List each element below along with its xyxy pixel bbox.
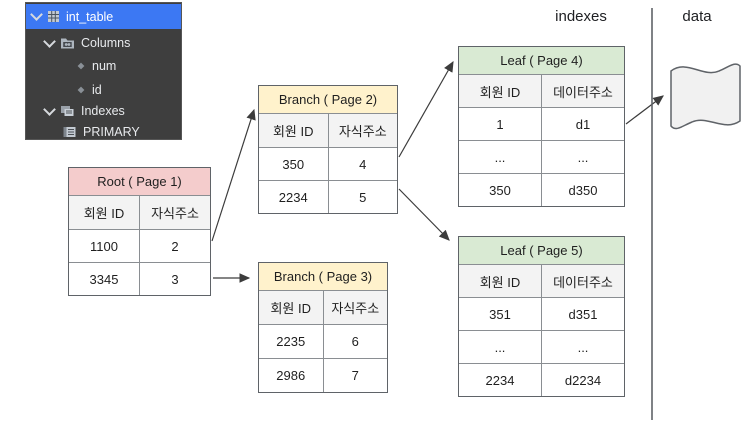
data-file-shape xyxy=(670,63,741,130)
table-cell: ... xyxy=(541,331,624,363)
column-header: 회원 ID xyxy=(259,291,323,324)
index-key-icon xyxy=(63,127,76,137)
table-cell: 7 xyxy=(322,359,388,392)
arrow-branch2-to-leaf5 xyxy=(398,188,450,241)
table-icon xyxy=(48,11,59,22)
tree-item-label: int_table xyxy=(66,9,114,24)
table-cell: d2234 xyxy=(541,364,624,396)
column-header: 회원 ID xyxy=(259,114,328,147)
tree-item-num[interactable]: num xyxy=(26,55,181,77)
column-header: 자식주소 xyxy=(139,196,210,229)
chevron-down-icon[interactable] xyxy=(30,8,43,21)
column-header: 데이터주소 xyxy=(541,265,624,297)
table-cell: 350 xyxy=(282,156,305,172)
diamond-icon xyxy=(77,86,85,94)
arrow-root-to-branch2 xyxy=(211,108,256,242)
table-cell: d1 xyxy=(541,108,624,140)
arrow-leaf4-to-data xyxy=(625,95,664,125)
table-cell: 351 xyxy=(489,306,511,322)
table-cell: ... xyxy=(494,339,506,355)
column-header: 회원 ID xyxy=(459,75,541,107)
table-cell: 5 xyxy=(327,181,398,213)
table-cell: ... xyxy=(494,149,506,165)
tree-item-id[interactable]: id xyxy=(26,79,181,101)
tree-item-label: num xyxy=(92,59,117,73)
table-cell: 2 xyxy=(139,230,210,262)
table-title: Branch ( Page 3) xyxy=(259,263,387,290)
column-header: 회원 ID xyxy=(69,196,139,229)
table-leaf-page4: Leaf ( Page 4) 회원 ID 데이터주소 1 d1 ... ... … xyxy=(458,46,625,207)
column-header: 데이터주소 xyxy=(541,75,624,107)
table-cell: 2234 xyxy=(278,189,308,205)
table-leaf-page5: Leaf ( Page 5) 회원 ID 데이터주소 351 d351 ... … xyxy=(458,236,625,397)
column-header: 회원 ID xyxy=(459,265,541,297)
columns-folder-icon xyxy=(61,38,74,49)
column-header: 자식주소 xyxy=(322,291,387,324)
tree-item-int-table[interactable]: int_table xyxy=(26,4,181,29)
chevron-down-icon[interactable] xyxy=(43,34,56,48)
table-branch-page3: Branch ( Page 3) 회원 ID 자식주소 2235 6 2986 … xyxy=(258,262,388,393)
table-cell: 2986 xyxy=(276,368,306,383)
table-cell: 3 xyxy=(139,263,210,295)
table-cell: 1100 xyxy=(90,238,118,254)
table-cell: 1 xyxy=(496,116,504,132)
table-branch-page2: Branch ( Page 2) 회원 ID 자식주소 350 4 2234 5 xyxy=(258,85,398,214)
table-root-page1: Root ( Page 1) 회원 ID 자식주소 1100 2 3345 3 xyxy=(68,167,211,296)
table-title: Branch ( Page 2) xyxy=(259,86,397,113)
tree-item-label: PRIMARY xyxy=(83,125,140,139)
indexes-section-label: indexes xyxy=(555,8,607,25)
tree-item-label: Indexes xyxy=(81,104,125,118)
table-cell: 6 xyxy=(322,325,388,358)
table-cell: d351 xyxy=(541,298,624,330)
tree-item-primary[interactable]: PRIMARY xyxy=(26,121,181,143)
table-title: Leaf ( Page 4) xyxy=(459,47,624,74)
arrow-branch2-to-leaf4 xyxy=(398,60,454,158)
tree-item-label: Columns xyxy=(81,36,131,50)
table-cell: 350 xyxy=(489,182,511,198)
table-title: Leaf ( Page 5) xyxy=(459,237,624,264)
schema-tree-panel: int_table Columns num id xyxy=(25,2,182,140)
table-title: Root ( Page 1) xyxy=(69,168,210,195)
tree-item-label: id xyxy=(92,83,102,97)
indexes-icon xyxy=(61,106,74,116)
data-section-label: data xyxy=(682,8,712,25)
table-cell: ... xyxy=(541,141,624,173)
tree-item-columns[interactable]: Columns xyxy=(26,32,181,54)
table-cell: 4 xyxy=(327,148,398,180)
tree-item-indexes[interactable]: Indexes xyxy=(26,100,181,122)
table-cell: 2235 xyxy=(276,334,306,349)
table-cell: 3345 xyxy=(89,271,119,287)
chevron-down-icon[interactable] xyxy=(43,102,56,116)
table-cell: 2234 xyxy=(485,372,515,388)
diamond-icon xyxy=(77,62,85,70)
column-header: 자식주소 xyxy=(327,114,397,147)
table-cell: d350 xyxy=(541,174,624,206)
